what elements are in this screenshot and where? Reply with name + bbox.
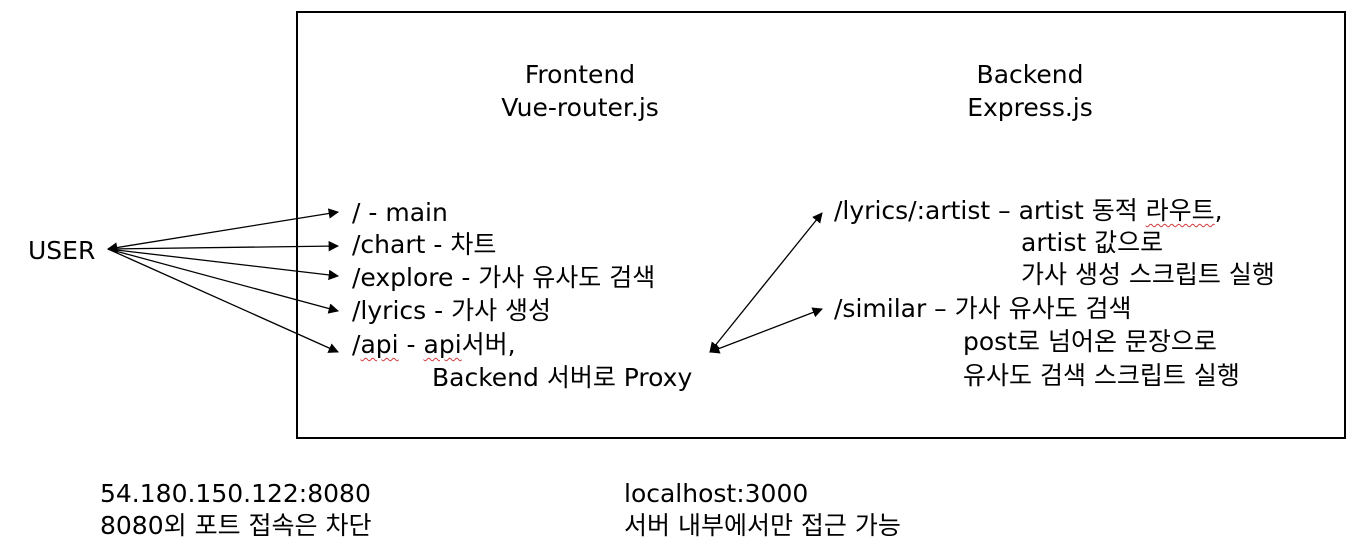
backend-note: 서버 내부에서만 접근 가능	[624, 511, 901, 540]
arrow-user-to-lyrics	[107, 248, 340, 314]
backend-lyrics-route: /lyrics/:artist – artist 동적 라우트,	[834, 194, 1223, 228]
user-label: USER	[28, 236, 96, 265]
frontend-note: 8080외 포트 접속은 차단	[100, 511, 372, 540]
route-api-separator: -	[398, 330, 424, 359]
route-api-prefix: /	[352, 330, 361, 359]
route-api-word: api	[360, 330, 399, 359]
backend-title: Backend	[976, 60, 1084, 89]
frontend-address: 54.180.150.122:8080	[100, 479, 371, 508]
route-api-detail: Backend 서버로 Proxy	[432, 363, 693, 392]
backend-similar-line2: post로 넘어온 문장으로	[963, 327, 1217, 356]
backend-lyrics-route-path: /lyrics/:artist – artist 동적	[834, 196, 1146, 225]
route-api-word-2: api	[423, 330, 462, 359]
backend-tech: Express.js	[967, 93, 1093, 122]
route-lyrics: /lyrics - 가사 생성	[352, 296, 552, 325]
arrow-user-to-main	[106, 208, 340, 253]
backend-similar-route: /similar – 가사 유사도 검색	[834, 294, 1132, 323]
backend-lyrics-route-comma: ,	[1214, 196, 1223, 225]
route-explore: /explore - 가사 유사도 검색	[352, 263, 656, 292]
frontend-title: Frontend	[524, 60, 636, 89]
arrow-user-to-explore	[107, 248, 340, 281]
route-chart: /chart - 차트	[352, 230, 497, 259]
frontend-tech: Vue-router.js	[501, 93, 659, 122]
arrow-proxy-to-similar	[709, 307, 823, 354]
arrow-user-to-chart	[107, 240, 340, 252]
backend-lyrics-line2: artist 값으로	[1021, 228, 1164, 257]
route-api-rest: 서버,	[461, 330, 516, 359]
backend-lyrics-route-tail: 라우트	[1145, 196, 1215, 225]
backend-lyrics-line3: 가사 생성 스크립트 실행	[1021, 260, 1275, 289]
route-main: / - main	[352, 198, 448, 227]
backend-similar-line3: 유사도 검색 스크립트 실행	[963, 361, 1240, 390]
route-api: /api - api서버,	[352, 328, 516, 362]
backend-address: localhost:3000	[624, 479, 809, 508]
arrow-user-to-api	[107, 248, 339, 353]
